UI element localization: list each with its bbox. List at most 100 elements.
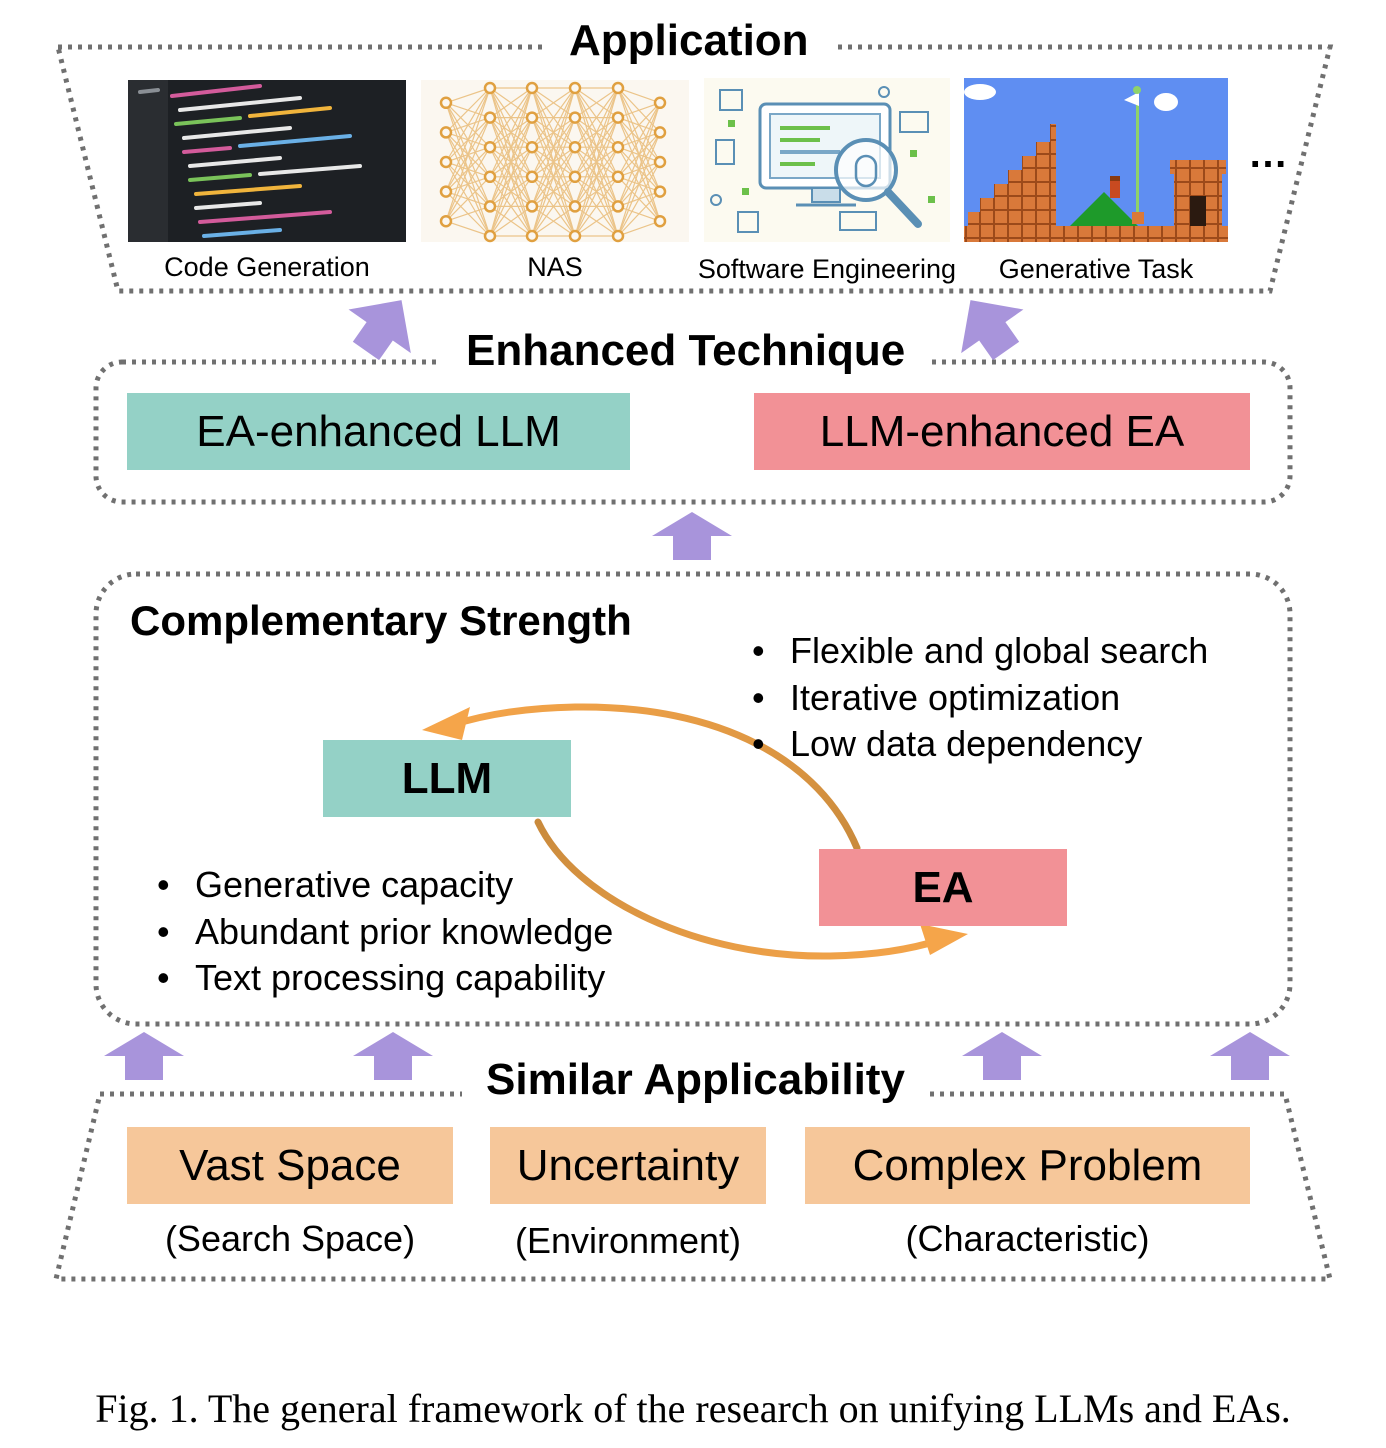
network-edge xyxy=(574,87,619,119)
network-node xyxy=(439,126,453,139)
network-edge xyxy=(445,176,491,222)
network-edge xyxy=(445,205,491,222)
list-item: Generative capacity xyxy=(157,862,613,909)
neural-network-image xyxy=(421,80,689,243)
network-node xyxy=(653,214,667,228)
application-item-label: NAS xyxy=(527,252,583,282)
complex-problem-subtitle: (Characteristic) xyxy=(905,1218,1150,1259)
network-node xyxy=(653,155,667,169)
network-edge xyxy=(617,102,661,178)
arrow-up-icon xyxy=(652,512,732,560)
network-node xyxy=(653,96,667,110)
network-edge xyxy=(489,146,533,237)
network-node xyxy=(611,81,625,95)
ellipsis: … xyxy=(1248,132,1288,176)
network-edge xyxy=(445,146,491,222)
network-node xyxy=(525,229,539,243)
list-item: Text processing capability xyxy=(157,955,613,1002)
network-node xyxy=(525,170,539,184)
network-edge xyxy=(445,87,491,192)
llm-strength-list: Generative capacity Abundant prior knowl… xyxy=(157,862,613,1002)
network-node xyxy=(568,200,582,213)
network-edge xyxy=(574,205,619,237)
list-item: Low data dependency xyxy=(752,721,1208,768)
network-node xyxy=(525,140,539,154)
network-edge xyxy=(445,220,491,237)
network-node xyxy=(611,170,625,184)
vast-space-subtitle: (Search Space) xyxy=(164,1218,416,1259)
network-edge xyxy=(531,146,576,237)
list-item: Flexible and global search xyxy=(752,628,1208,675)
enhanced-technique-title: Enhanced Technique xyxy=(442,326,930,376)
network-edge xyxy=(489,87,533,119)
network-node xyxy=(611,140,625,154)
network-node xyxy=(568,229,582,243)
network-node xyxy=(611,111,625,124)
network-edge xyxy=(531,87,576,178)
network-edge xyxy=(574,117,619,237)
complementary-strength-title: Complementary Strength xyxy=(130,597,632,644)
network-edge xyxy=(489,87,533,148)
network-edge xyxy=(489,87,533,207)
ea-strength-list: Flexible and global search Iterative opt… xyxy=(752,628,1208,768)
arrow-up-left-icon xyxy=(348,300,411,361)
network-edge xyxy=(617,132,661,237)
curve-arrowhead-icon xyxy=(920,924,968,955)
network-edge xyxy=(531,205,576,237)
llm-box: LLM xyxy=(323,740,571,817)
list-item: Abundant prior knowledge xyxy=(157,909,613,956)
list-item: Iterative optimization xyxy=(752,675,1208,722)
application-frame xyxy=(54,44,1334,294)
network-node xyxy=(483,229,497,243)
network-edge xyxy=(489,87,533,237)
application-item-label: Generative Task xyxy=(998,254,1194,284)
complementary-strength-frame xyxy=(93,571,1293,1027)
network-edge xyxy=(531,87,576,148)
platform-game-level-image xyxy=(964,78,1228,242)
curve-ea-to-llm xyxy=(448,703,861,852)
network-node xyxy=(439,185,453,198)
application-item-label: Code Generation xyxy=(164,252,370,282)
network-edge xyxy=(574,87,619,178)
arrow-up-right-icon xyxy=(961,300,1024,361)
application-title: Application xyxy=(545,16,833,66)
network-edge xyxy=(445,87,491,222)
network-edge xyxy=(445,117,491,222)
network-node xyxy=(439,214,453,228)
network-node xyxy=(483,81,497,95)
network-edge xyxy=(489,176,533,237)
curve-arrowhead-icon xyxy=(422,707,470,740)
arrow-up-icon xyxy=(353,1032,433,1080)
arrow-up-icon xyxy=(104,1032,184,1080)
network-edge xyxy=(445,87,491,104)
network-edge xyxy=(445,87,491,163)
network-edge xyxy=(617,87,661,104)
network-edge xyxy=(617,102,661,207)
network-node xyxy=(483,140,497,154)
ea-enhanced-llm-box: EA-enhanced LLM xyxy=(127,393,630,470)
network-node xyxy=(439,155,453,169)
uncertainty-subtitle: (Environment) xyxy=(514,1220,742,1261)
network-edge xyxy=(574,87,619,148)
network-edge xyxy=(489,87,533,178)
network-node xyxy=(653,126,667,139)
figure-caption: Fig. 1. The general framework of the res… xyxy=(95,1386,1291,1431)
code-screen-image xyxy=(128,80,406,242)
network-edge xyxy=(617,161,661,237)
network-edge xyxy=(531,176,576,237)
network-node xyxy=(568,111,582,124)
network-node xyxy=(483,111,497,124)
network-edge xyxy=(617,102,661,119)
network-edge xyxy=(574,176,619,237)
network-edge xyxy=(617,102,661,148)
vast-space-box: Vast Space xyxy=(127,1127,453,1204)
application-item-label: Software Engineering xyxy=(697,254,957,284)
network-edge xyxy=(445,87,491,133)
uncertainty-box: Uncertainty xyxy=(490,1127,766,1204)
network-edge xyxy=(617,191,661,237)
network-edge xyxy=(574,87,619,207)
network-edge xyxy=(531,87,576,207)
arrow-up-icon xyxy=(1210,1032,1290,1080)
ea-box: EA xyxy=(819,849,1067,926)
network-node xyxy=(568,81,582,95)
